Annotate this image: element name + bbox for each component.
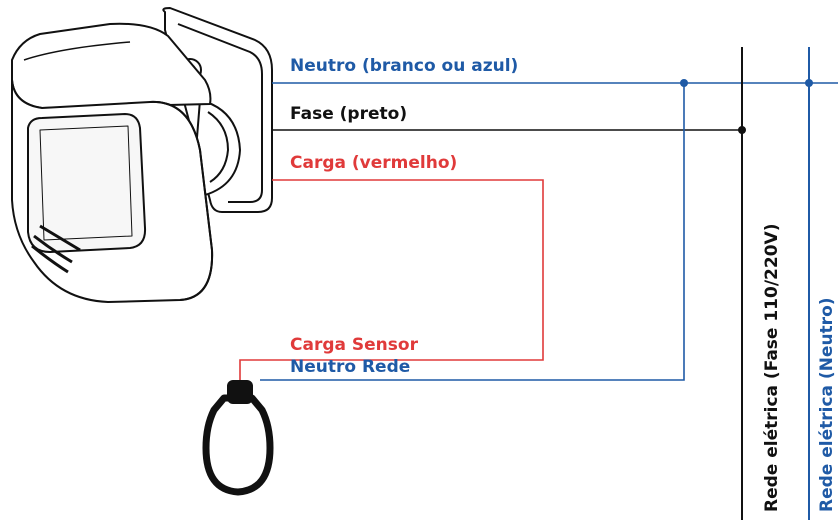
neutro-rede-wire	[260, 83, 685, 381]
label-fase-sensor: Fase (preto)	[290, 104, 407, 124]
label-rede-fase: Rede elétrica (Fase 110/220V)	[762, 224, 782, 512]
label-neutro-rede: Neutro Rede	[290, 357, 410, 377]
label-carga-wire: Carga (vermelho)	[290, 153, 457, 173]
label-rede-neutro: Rede elétrica (Neutro)	[817, 297, 837, 512]
junction-rede-neutro-dot	[805, 79, 813, 87]
wires	[239, 47, 838, 520]
motion-sensor-icon	[11, 7, 273, 303]
label-carga-sensor: Carga Sensor	[290, 335, 419, 355]
junction-fase-dot	[738, 126, 746, 134]
lamp-icon	[202, 380, 274, 496]
carga-wire	[239, 179, 544, 382]
label-neutro-sensor: Neutro (branco ou azul)	[290, 56, 518, 76]
junction-neutro-dot	[680, 79, 688, 87]
